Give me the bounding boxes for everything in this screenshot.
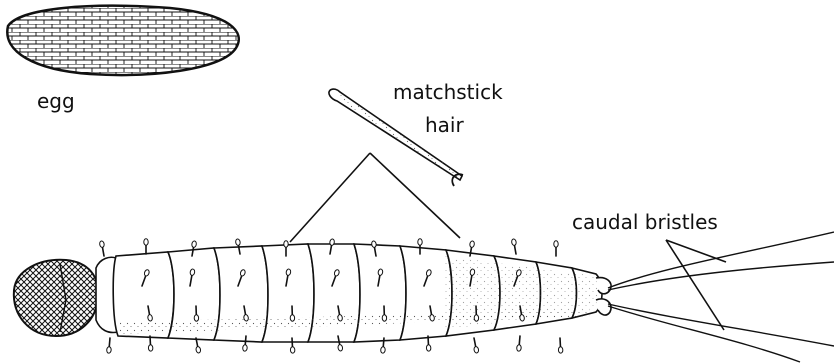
body-hair-tip xyxy=(337,314,342,321)
body-hair-tip xyxy=(196,346,202,353)
body-hair-tip xyxy=(329,239,334,246)
body-hair-tip xyxy=(511,239,516,246)
caudal-pointer-upper xyxy=(666,240,726,262)
body-hair-tip xyxy=(286,269,291,276)
body-hair-tip xyxy=(474,315,479,322)
body-hair-tip xyxy=(519,314,524,321)
caudal-bristles-label: caudal bristles xyxy=(572,210,718,234)
body-hair-tip xyxy=(284,241,288,247)
body-hair-tip xyxy=(382,315,387,322)
body-hair-tip xyxy=(144,239,148,245)
body-hair-tip xyxy=(243,314,248,321)
body-hair-tip xyxy=(290,315,295,322)
body-hair-tip xyxy=(194,315,199,322)
body-hair-tip xyxy=(99,241,104,248)
body-hair-tip xyxy=(558,347,563,354)
egg-shell xyxy=(7,6,238,75)
body-hair-tip xyxy=(290,347,295,354)
body-hair-tip xyxy=(190,269,195,276)
body-hair-tip xyxy=(469,241,474,248)
body-hair-tip xyxy=(516,345,521,352)
matchstick-label-line2: hair xyxy=(425,113,464,137)
body-hair-tip xyxy=(191,241,196,248)
caudal-bristles xyxy=(608,232,834,362)
body-hair-tip xyxy=(147,314,152,321)
body-hair-tip xyxy=(242,345,247,352)
body-hair-tip xyxy=(429,314,434,321)
egg-label: egg xyxy=(37,89,75,113)
body-hair-tip xyxy=(106,347,111,354)
larva-body xyxy=(14,244,611,342)
body-hair-tip xyxy=(554,241,558,247)
matchstick-label-line1: matchstick xyxy=(393,80,503,104)
egg xyxy=(7,6,238,75)
segment xyxy=(308,244,360,342)
body-hair-tip xyxy=(470,269,475,276)
body-hair-tip xyxy=(338,344,344,351)
caudal-pointer-lower xyxy=(666,240,724,330)
body-hair-tip xyxy=(426,345,431,352)
matchstick-pointer-left xyxy=(290,153,370,242)
body-hair-tip xyxy=(474,346,480,353)
body-hair-tip xyxy=(380,347,385,354)
body-hair-tip xyxy=(235,239,240,246)
body-hair-tip xyxy=(378,269,383,276)
body-hair-tip xyxy=(371,241,376,248)
segment xyxy=(354,244,406,342)
body-hair-tip xyxy=(418,239,422,245)
body-hair-tip xyxy=(148,345,153,352)
larva-head xyxy=(14,260,98,336)
